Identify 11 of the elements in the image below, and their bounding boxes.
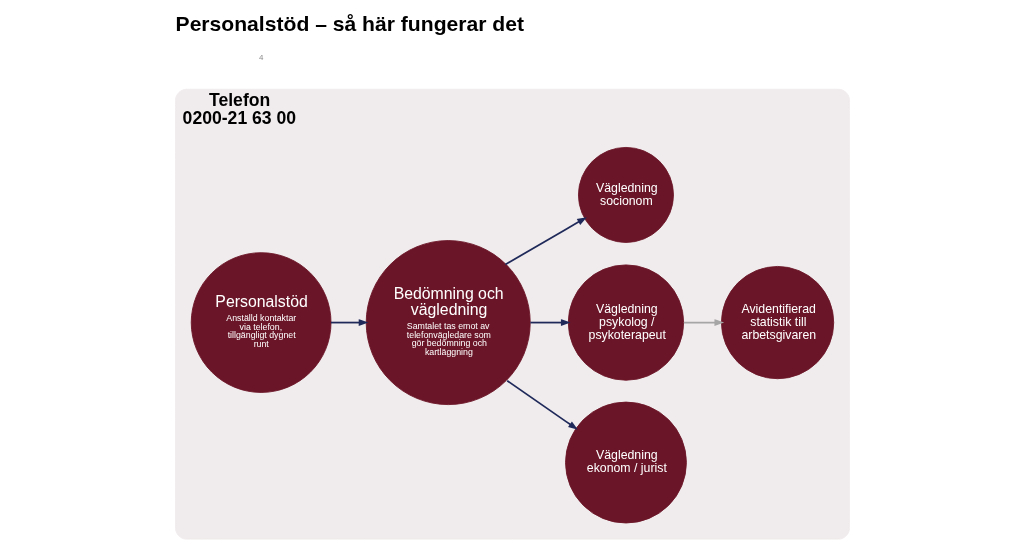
diagram-title: Personalstöd – så här fungerar det — [175, 12, 524, 36]
label: 4 — [258, 52, 263, 62]
node-circle: Vägledning psykolog / psykoterapeut — [567, 264, 684, 381]
node-circle: Avidentifierad statistik till arbetsgivaren — [720, 266, 834, 380]
arrow — [504, 217, 587, 266]
node-circle: Personalstöd Anställd kontaktar via telefon, tillgängligt dygnet runt — [190, 252, 331, 393]
node-circle: Bedömning och vägledning Samtalet tas emot av telefonvägledare som gör bedömning och kartläggning — [365, 240, 531, 406]
arrow — [505, 379, 578, 430]
arrow — [682, 319, 724, 326]
arrow — [329, 319, 368, 326]
arrow — [529, 319, 571, 326]
